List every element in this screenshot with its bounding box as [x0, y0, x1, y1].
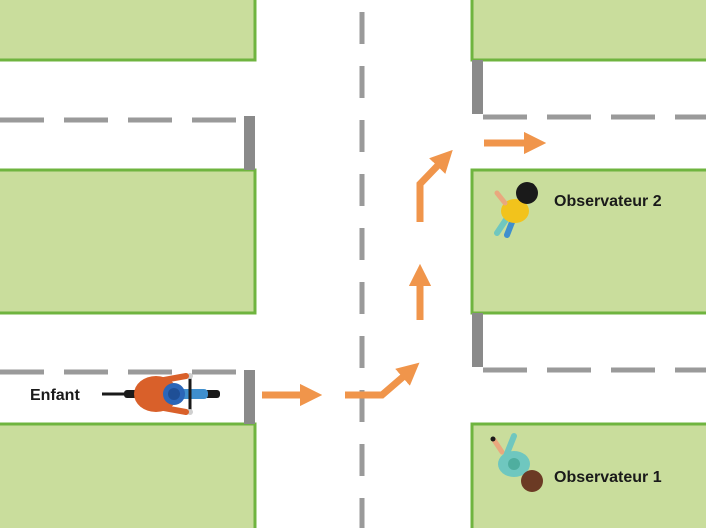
child-label: Enfant [30, 387, 80, 404]
observer-2-label: Observateur 2 [554, 193, 662, 210]
curb-left-mid [244, 116, 255, 170]
curb-right-top [472, 60, 483, 114]
route-arrow-4 [416, 149, 453, 222]
child-on-bicycle-icon [102, 373, 220, 415]
observer-1-icon [490, 433, 543, 492]
curb-right-bottom [472, 313, 483, 367]
curb-left-bottom [244, 370, 255, 424]
observer-1-label: Observateur 1 [554, 469, 662, 486]
curbs [244, 60, 483, 424]
lane-markings [0, 12, 706, 528]
observer-2-icon [494, 182, 538, 238]
route-arrows [262, 131, 547, 407]
block-mid-left [0, 168, 257, 315]
block-mid-right [470, 168, 706, 315]
block-top-left [0, 0, 257, 62]
block-top-right [470, 0, 706, 62]
block-bottom-left [0, 422, 257, 528]
route-arrow-2 [345, 362, 420, 399]
